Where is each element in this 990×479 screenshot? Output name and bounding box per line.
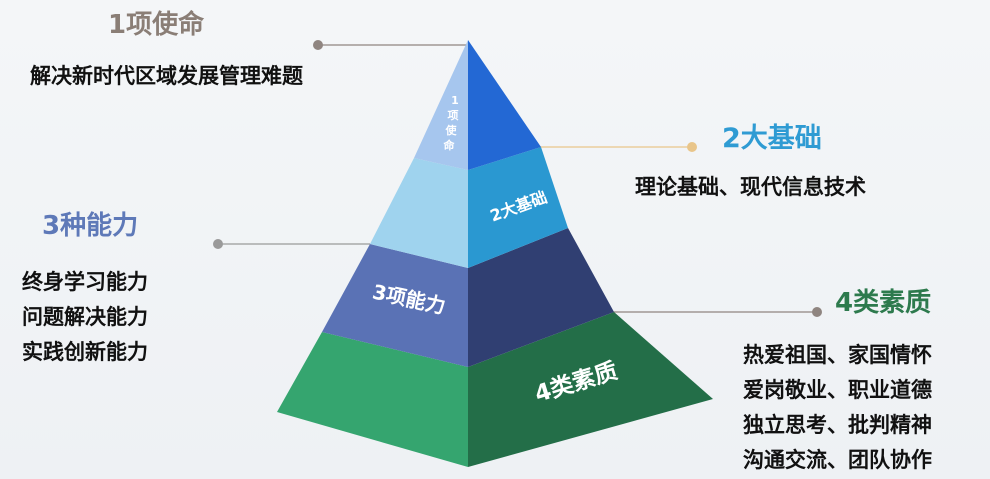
connector-dot-tier-3 <box>213 239 223 249</box>
tier-3-item: 问题解决能力 <box>22 305 148 329</box>
tier-4-item: 独立思考、批判精神 <box>743 413 932 437</box>
tier-4-item: 热爱祖国、家国情怀 <box>743 343 932 367</box>
tier-1-description: 解决新时代区域发展管理难题 <box>30 64 303 88</box>
tier-4-title: 4类素质 <box>835 288 932 318</box>
tier-3-left-face <box>322 244 468 367</box>
tier-3-title: 3种能力 <box>42 211 139 241</box>
tier-4-left-face <box>277 332 468 467</box>
connector-dot-tier-4 <box>812 307 822 317</box>
tier-3-item-list: 终身学习能力 问题解决能力 实践创新能力 <box>22 265 148 370</box>
tier-4-item-list: 热爱祖国、家国情怀 爱岗敬业、职业道德 独立思考、批判精神 沟通交流、团队协作 <box>743 338 932 478</box>
tier-2-title: 2大基础 <box>722 123 822 154</box>
connector-dot-tier-2 <box>687 142 697 152</box>
tier-1-title: 1项使命 <box>108 10 205 40</box>
tier-4-item: 爱岗敬业、职业道德 <box>743 378 932 402</box>
tier-1-label-line-4: 命 <box>443 138 456 152</box>
tier-2-description: 理论基础、现代信息技术 <box>635 175 866 199</box>
tier-1-label-line-1: 1 <box>451 94 459 107</box>
tier-1-right-face <box>468 40 541 170</box>
tier-3-item: 终身学习能力 <box>22 270 148 294</box>
tier-2-left-face <box>370 158 468 268</box>
tier-1-left-face <box>414 40 468 170</box>
tier-4-right-face <box>468 312 713 467</box>
tier-2-right-face <box>468 147 568 268</box>
tier-4-item: 沟通交流、团队协作 <box>743 448 932 472</box>
tier-1-label-line-2: 项 <box>448 109 459 122</box>
tier-1-label-line-3: 使 <box>445 123 458 137</box>
tier-3-item: 实践创新能力 <box>22 340 148 364</box>
tier-3-right-face <box>468 228 614 367</box>
connector-dot-tier-1 <box>313 40 323 50</box>
connector-lines <box>213 40 822 317</box>
